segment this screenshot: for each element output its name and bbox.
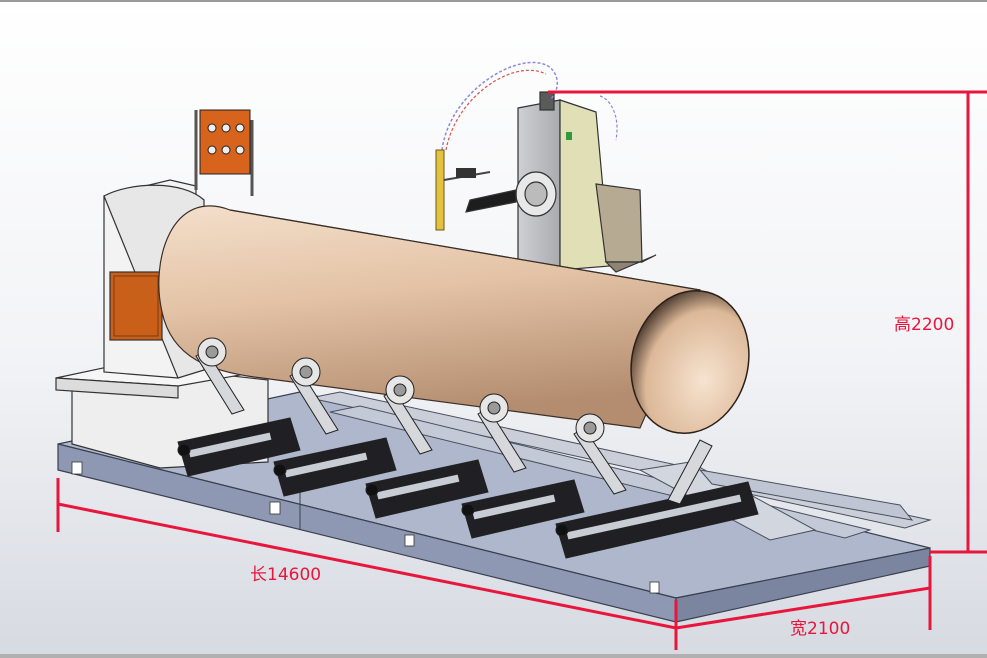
roller-support-3 [365,375,489,519]
top-border [0,0,987,2]
width-dimension-label: 宽2100 [790,619,850,639]
cutting-column [465,91,657,273]
roller-support-1 [177,337,301,477]
roller-support-4 [461,393,585,539]
cutting-torch [435,61,618,231]
roller-support-2 [273,357,397,497]
length-dimension-label: 长14600 [250,565,321,585]
roller-support-5 [555,413,759,559]
height-dimension-label: 高2200 [894,315,954,335]
control-panel [194,109,254,196]
bottom-border [0,654,987,658]
roller-supports [177,337,759,559]
dimension-lines [56,90,987,650]
